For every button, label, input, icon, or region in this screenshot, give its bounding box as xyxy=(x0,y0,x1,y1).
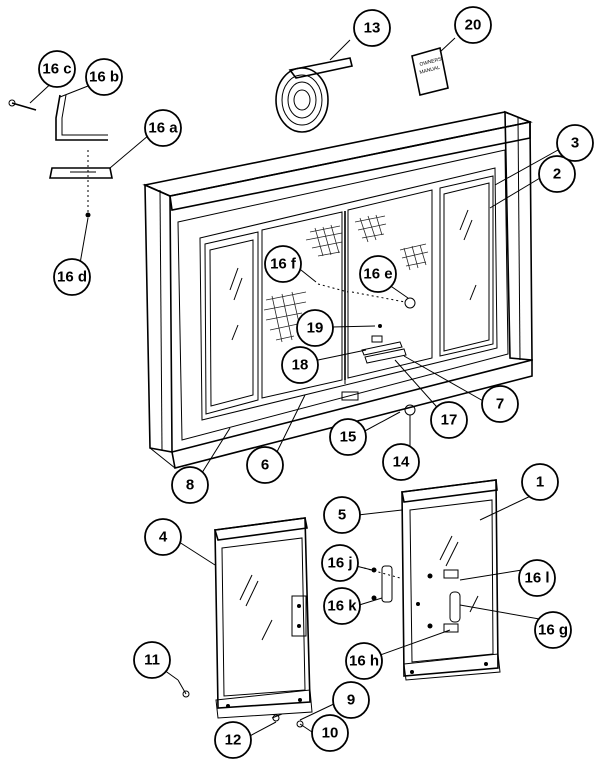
callout-16h: 16 h xyxy=(345,642,383,680)
callout-label: 7 xyxy=(496,396,504,413)
gasket-roll xyxy=(275,57,353,133)
callout-17: 17 xyxy=(430,401,468,439)
callout-16l: 16 l xyxy=(518,559,556,597)
callout-label: 19 xyxy=(307,320,324,337)
booklet-subtitle: MANUAL xyxy=(419,65,441,76)
callout-19: 19 xyxy=(296,309,334,347)
fireplace-door-frame xyxy=(142,110,533,469)
callout-label: 16 h xyxy=(349,653,379,670)
callout-label: 5 xyxy=(338,507,346,524)
callout-label: 17 xyxy=(441,412,458,429)
callout-10: 10 xyxy=(311,714,349,752)
callout-16j: 16 j xyxy=(321,544,359,582)
callout-label: 9 xyxy=(347,692,355,709)
booklet-title: OWNERS xyxy=(419,56,443,68)
callout-label: 16 e xyxy=(363,266,392,283)
handle-assembly xyxy=(317,283,416,416)
callout-4: 4 xyxy=(144,518,182,556)
callout-5: 5 xyxy=(323,496,361,534)
callout-16a: 16 a xyxy=(144,109,182,147)
callout-label: 1 xyxy=(536,474,544,491)
callout-13: 13 xyxy=(353,9,391,47)
callout-label: 16 f xyxy=(270,256,297,273)
callout-label: 16 b xyxy=(89,69,119,86)
callout-6: 6 xyxy=(246,446,284,484)
mounting-bracket-hardware xyxy=(8,94,113,218)
callout-16d: 16 d xyxy=(53,258,91,296)
callout-16k: 16 k xyxy=(323,587,361,625)
callout-label: 14 xyxy=(393,454,410,471)
callout-1: 1 xyxy=(521,463,559,501)
callout-12: 12 xyxy=(214,721,252,759)
callout-label: 2 xyxy=(553,166,561,183)
callout-16c: 16 c xyxy=(38,50,76,88)
callout-11: 11 xyxy=(133,641,171,679)
callout-16b: 16 b xyxy=(85,58,123,96)
callout-16e: 16 e xyxy=(359,255,397,293)
callout-label: 16 j xyxy=(327,555,352,572)
callout-label: 15 xyxy=(340,429,357,446)
callout-18: 18 xyxy=(281,346,319,384)
callout-label: 8 xyxy=(186,477,194,494)
callout-7: 7 xyxy=(481,385,519,423)
callout-label: 16 l xyxy=(524,570,549,587)
callout-label: 3 xyxy=(571,135,579,152)
callout-label: 16 g xyxy=(538,622,568,639)
callout-label: 18 xyxy=(292,357,309,374)
mesh-screen xyxy=(263,214,429,343)
owners-manual-booklet: OWNERS MANUAL xyxy=(411,46,449,96)
callout-8: 8 xyxy=(171,466,209,504)
left-door-panel xyxy=(213,517,313,719)
callout-label: 13 xyxy=(364,20,381,37)
door-hinge-hardware xyxy=(363,565,401,603)
callout-14: 14 xyxy=(382,443,420,481)
callout-16g: 16 g xyxy=(534,611,572,649)
callout-label: 6 xyxy=(261,457,269,474)
callout-label: 10 xyxy=(322,725,339,742)
callout-3: 3 xyxy=(556,124,594,162)
callout-label: 4 xyxy=(159,529,168,546)
right-door-panel xyxy=(401,479,501,681)
callout-20: 20 xyxy=(454,6,492,44)
callout-2: 2 xyxy=(538,155,576,193)
callout-label: 11 xyxy=(144,652,160,669)
callout-label: 16 d xyxy=(57,269,87,286)
small-hardware xyxy=(177,679,304,728)
callout-label: 12 xyxy=(225,732,242,749)
callout-9: 9 xyxy=(332,681,370,719)
callout-label: 16 a xyxy=(148,120,178,137)
callout-label: 16 c xyxy=(42,61,71,78)
callout-15: 15 xyxy=(329,418,367,456)
callout-label: 16 k xyxy=(327,598,357,615)
callout-16f: 16 f xyxy=(264,245,302,283)
callout-label: 20 xyxy=(465,17,482,34)
